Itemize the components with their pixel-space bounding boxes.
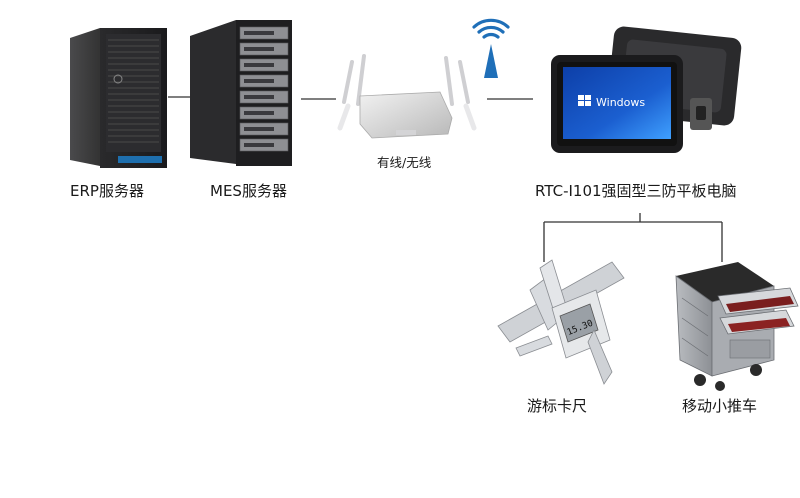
wifi-tower-icon: [484, 44, 498, 78]
tablet-label: RTC-I101强固型三防平板电脑: [535, 182, 737, 200]
caliper-image: [497, 259, 625, 385]
erp-server-label: ERP服务器: [70, 182, 144, 200]
router-label: 有线/无线: [377, 155, 432, 170]
tablet-front-image: [551, 55, 683, 153]
tool-cart-label: 移动小推车: [682, 397, 758, 415]
mes-server-label: MES服务器: [210, 182, 287, 200]
erp-server-image: [70, 28, 167, 168]
router-image: [337, 54, 477, 139]
windows-logo-icon: [578, 95, 591, 106]
tablet-screen-text: Windows: [596, 96, 646, 109]
mes-server-image: [190, 20, 292, 166]
line-tablet-branch: [543, 213, 723, 262]
tool-cart-image: [675, 262, 799, 391]
wifi-signal-icon: [472, 18, 510, 39]
caliper-label: 游标卡尺: [527, 397, 588, 415]
connection-lines: [168, 96, 723, 262]
